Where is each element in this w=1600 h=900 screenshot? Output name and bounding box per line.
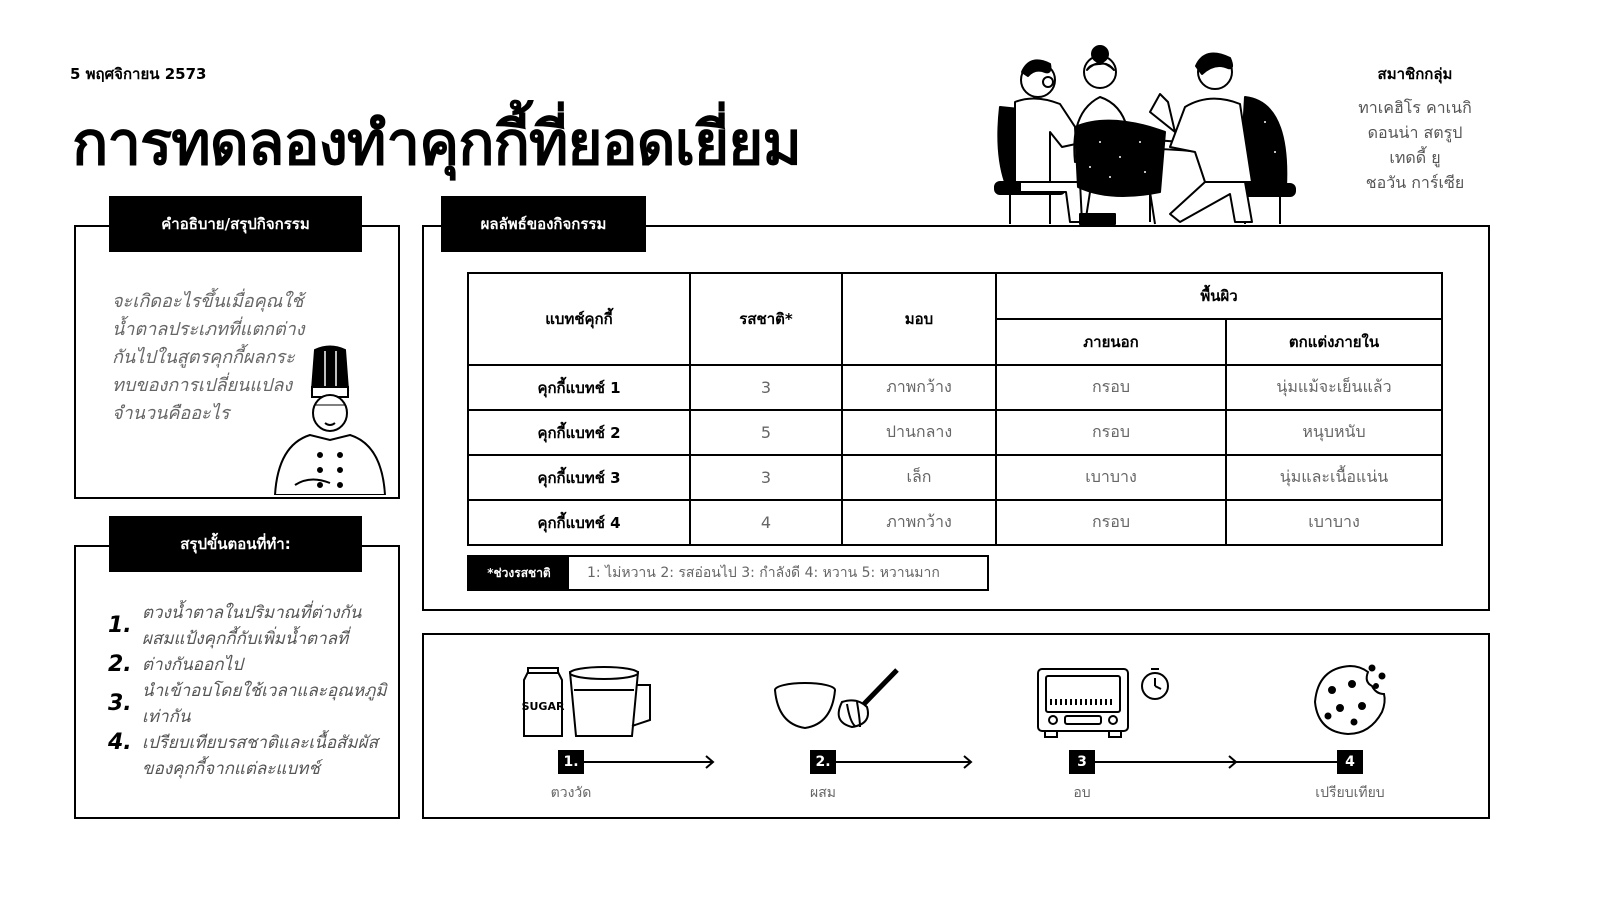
member-name: เทดดี้ ยู [1389, 148, 1441, 167]
cell-inner: นุ่มแม้จะเย็นแล้ว [1225, 364, 1443, 411]
team-meeting-illustration [994, 45, 1296, 225]
description-tab: คำอธิบาย/สรุปกิจกรรม [109, 196, 362, 252]
process-step-label: เปรียบเทียบ [1315, 785, 1385, 801]
header-bake: มอบ [841, 272, 997, 366]
members-heading: สมาชิกกลุ่ม [1377, 65, 1453, 83]
table-header-row: แบทช์คุกกี้ รสชาติ* มอบ พื้นผิว [467, 272, 1443, 366]
step-number: 3. [108, 691, 132, 716]
cell-batch: คุกกี้แบทช์ 4 [467, 499, 691, 546]
cell-taste: 4 [689, 499, 843, 546]
bowl-and-whisk-icon [774, 668, 899, 730]
table-row: คุกกี้แบทช์ 2 5 ปานกลาง กรอบ หนุบหนับ [467, 409, 1443, 456]
summary-steps: 1. ตวงน้ำตาลในปริมาณที่ต่างกัน ผสมแป้งคุ… [108, 600, 398, 782]
cell-bake: เล็ก [841, 454, 997, 501]
process-step-label: ตวงวัด [550, 785, 592, 801]
cell-outer: กรอบ [995, 409, 1227, 456]
process-step-label: อบ [1073, 785, 1091, 801]
legend-label: *ช่วงรสชาติ [469, 557, 569, 589]
cell-batch: คุกกี้แบทช์ 1 [467, 364, 691, 411]
members-list: ทาเคฮิโร คาเนกิ ดอนน่า สตรูป เทดดี้ ยู ช… [1330, 95, 1500, 195]
cell-outer: เบาบาง [995, 454, 1227, 501]
process-step-label: ผสม [810, 785, 836, 801]
cell-batch: คุกกี้แบทช์ 2 [467, 409, 691, 456]
process-step-number: 3 [1069, 750, 1095, 774]
cell-taste: 3 [689, 364, 843, 411]
cell-batch: คุกกี้แบทช์ 3 [467, 454, 691, 501]
page-title: การทดลองทำคุกกี้ที่ยอดเยี่ยม [72, 109, 802, 179]
date: 5 พฤศจิกายน 2573 [70, 65, 207, 83]
taste-legend: *ช่วงรสชาติ 1: ไม่หวาน 2: รสอ่อนไป 3: กำ… [467, 555, 989, 591]
process-step-number: 2. [810, 750, 836, 774]
step-text: ต่างกันออกไป [142, 655, 243, 675]
cell-bake: ปานกลาง [841, 409, 997, 456]
table-row: คุกกี้แบทช์ 3 3 เล็ก เบาบาง นุ่มและเนื้อ… [467, 454, 1443, 501]
cell-taste: 5 [689, 409, 843, 456]
summary-panel [74, 545, 400, 819]
cell-inner: เบาบาง [1225, 499, 1443, 546]
summary-step: 1. ตวงน้ำตาลในปริมาณที่ต่างกัน ผสมแป้งคุ… [108, 600, 398, 652]
header-outer: ภายนอก [995, 318, 1227, 366]
step-number: 4. [108, 730, 132, 755]
summary-step: 3. นำเข้าอบโดยใช้เวลาและอุณหภูมิเท่ากัน [108, 678, 398, 730]
cookie-icon [1313, 664, 1386, 736]
summary-step: 4. เปรียบเทียบรสชาติและเนื้อสัมผัสของคุก… [108, 730, 398, 782]
table-row: คุกกี้แบทช์ 4 4 ภาพกว้าง กรอบ เบาบาง [467, 499, 1443, 546]
cell-bake: ภาพกว้าง [841, 499, 997, 546]
cell-outer: กรอบ [995, 364, 1227, 411]
step-text: นำเข้าอบโดยใช้เวลาและอุณหภูมิเท่ากัน [142, 681, 387, 727]
process-step-number: 4 [1337, 750, 1363, 774]
chef-illustration [273, 345, 387, 495]
cell-taste: 3 [689, 454, 843, 501]
step-text: ตวงน้ำตาลในปริมาณที่ต่างกัน ผสมแป้งคุกกี… [142, 603, 362, 649]
process-step-number: 1. [558, 750, 584, 774]
table-row: คุกกี้แบทช์ 1 3 ภาพกว้าง กรอบ นุ่มแม้จะเ… [467, 364, 1443, 411]
member-name: ดอนน่า สตรูป [1367, 123, 1463, 142]
results-table: แบทช์คุกกี้ รสชาติ* มอบ พื้นผิว ภายนอก ต… [467, 272, 1443, 546]
header-taste: รสชาติ* [689, 272, 843, 366]
header-batch: แบทช์คุกกี้ [467, 272, 691, 366]
cell-inner: หนุบหนับ [1225, 409, 1443, 456]
cell-bake: ภาพกว้าง [841, 364, 997, 411]
description-text: จะเกิดอะไรขึ้นเมื่อคุณใช้น้ำตาลประเภทที่… [112, 291, 305, 424]
member-name: ชอวัน การ์เซีย [1365, 173, 1465, 192]
summary-step: 2. ต่างกันออกไป [108, 652, 398, 678]
summary-tab: สรุปขั้นตอนที่ทำ: [109, 516, 362, 572]
member-name: ทาเคฮิโร คาเนกิ [1358, 98, 1472, 117]
header-inner: ตกแต่งภายใน [1225, 318, 1443, 366]
results-tab: ผลลัพธ์ของกิจกรรม [441, 196, 646, 252]
legend-text: 1: ไม่หวาน 2: รสอ่อนไป 3: กำลังดี 4: หวา… [587, 565, 940, 581]
step-number: 1. [108, 613, 132, 638]
header-surface: พื้นผิว [995, 272, 1443, 320]
oven-timer-icon [1037, 668, 1169, 738]
cell-inner: นุ่มและเนื้อแน่น [1225, 454, 1443, 501]
step-number: 2. [108, 652, 132, 677]
sugar-label: SUGAR [522, 700, 565, 713]
step-text: เปรียบเทียบรสชาติและเนื้อสัมผัสของคุกกี้… [142, 733, 378, 779]
sugar-and-cup-icon: SUGAR [522, 666, 651, 737]
cell-outer: กรอบ [995, 499, 1227, 546]
table-subheader-row: ภายนอก ตกแต่งภายใน [468, 318, 1443, 366]
process-timeline [584, 755, 1340, 769]
